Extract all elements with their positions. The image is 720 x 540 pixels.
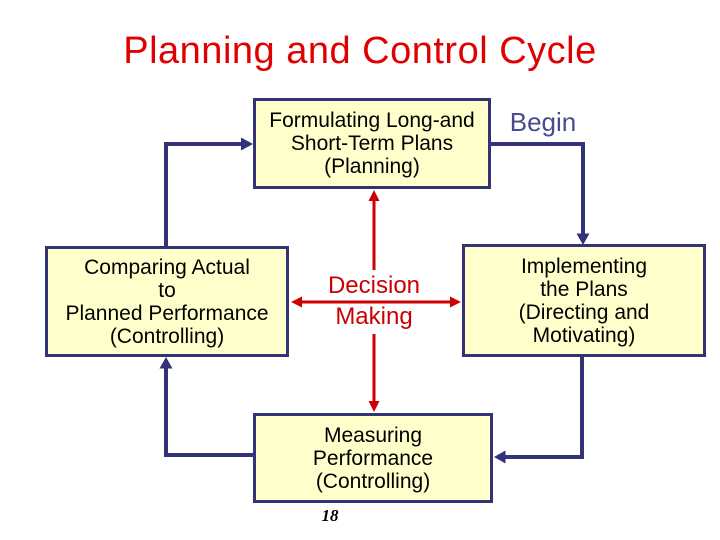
decision-making-line: Making <box>335 303 413 330</box>
connector-comparing-to-planning <box>164 142 243 247</box>
arrowhead-into-implementing <box>576 233 590 245</box>
box-text-line: Measuring <box>323 423 423 447</box>
connector-implementing-to-measuring <box>503 357 584 459</box>
arrowhead-into-measuring <box>494 450 506 464</box>
decision-making-line: Decision <box>327 272 421 299</box>
connector-planning-to-implementing <box>490 142 585 235</box>
begin-label: Begin <box>509 107 577 137</box>
decision-making-label: Decision Making <box>294 270 454 332</box>
box-text-line: Planned Performance <box>65 301 269 325</box>
box-text-line: the Plans <box>540 277 628 301</box>
box-formulating-plans: Formulating Long-and Short-Term Plans (P… <box>253 98 491 189</box>
decision-arrowhead-left <box>291 296 302 308</box>
box-text-line: Comparing Actual <box>84 255 250 279</box>
arrowhead-into-planning <box>241 137 253 151</box>
box-text-line: Motivating) <box>532 323 636 347</box>
connector-measuring-to-comparing <box>164 367 253 457</box>
box-text-line: (Directing and <box>518 300 650 324</box>
decision-arrowhead-down <box>368 401 380 412</box>
box-comparing-performance: Comparing Actual to Planned Performance … <box>45 246 289 357</box>
box-implementing-plans: Implementing the Plans (Directing and Mo… <box>462 244 706 357</box>
slide-title: Planning and Control Cycle <box>123 30 597 72</box>
box-text-line: (Controlling) <box>315 469 431 493</box>
arrowhead-into-comparing <box>159 357 173 369</box>
box-measuring-performance: Measuring Performance (Controlling) <box>253 413 493 503</box>
decision-arrowhead-up <box>368 190 380 201</box>
decision-arrowhead-right <box>450 296 461 308</box>
box-text-line: Implementing <box>520 254 648 278</box>
box-text-line: (Planning) <box>324 155 420 178</box>
box-text-line: Formulating Long-and <box>269 109 475 132</box>
box-text-line: Performance <box>312 446 434 470</box>
box-text-line: Short-Term Plans <box>290 132 454 155</box>
box-text-line: to <box>158 278 176 302</box>
page-number: 18 <box>321 506 339 525</box>
box-text-line: (Controlling) <box>109 324 225 348</box>
